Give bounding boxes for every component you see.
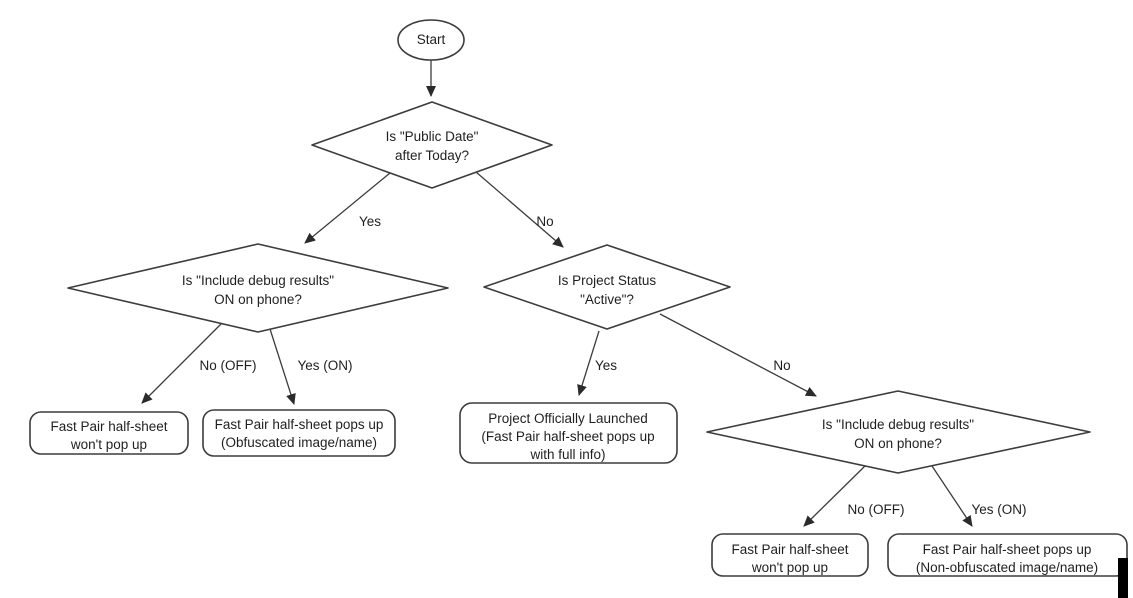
decision-project-status-line2: "Active"?	[580, 292, 634, 307]
result-obfuscated-line1: Fast Pair half-sheet pops up	[215, 417, 384, 432]
result-non-obfuscated-box	[887, 533, 1128, 577]
decision-project-status-line1: Is Project Status	[558, 273, 657, 288]
edge-label-no-off: No (OFF)	[200, 358, 257, 373]
result-no-popup-right: Fast Pair half-sheet won't pop up	[711, 533, 869, 577]
decision-debug-right-line1: Is "Include debug results"	[822, 417, 974, 432]
result-no-popup-right-line1: Fast Pair half-sheet	[731, 542, 848, 557]
decision-debug-right: Is "Include debug results" ON on phone?	[706, 390, 1091, 474]
result-no-popup-left-line2: won't pop up	[70, 437, 147, 452]
edge-debug-right-yes	[931, 465, 973, 527]
decision-public-date-line2: after Today?	[395, 148, 469, 163]
text-cursor-artifact	[1118, 558, 1128, 598]
decision-public-date-line1: Is "Public Date"	[386, 129, 479, 144]
edge-project-status-yes	[577, 330, 600, 396]
decision-debug-left: Is "Include debug results" ON on phone?	[67, 243, 449, 333]
start-node: Start	[397, 19, 465, 61]
edge-public-date-no	[475, 171, 564, 248]
flowchart-edge-labels: Yes No No (OFF) Yes (ON) Yes No No (OFF)…	[200, 214, 1027, 517]
result-obfuscated-line2: (Obfuscated image/name)	[221, 435, 377, 450]
edge-debug-left-no	[141, 323, 222, 404]
decision-debug-left-line2: ON on phone?	[214, 292, 302, 307]
result-no-popup-right-box	[711, 533, 869, 577]
result-non-obfuscated-line1: Fast Pair half-sheet pops up	[923, 542, 1092, 557]
edge-label-yes: Yes	[595, 358, 617, 373]
edge-project-status-no	[659, 313, 817, 397]
result-launched-box	[459, 402, 678, 464]
edge-label-no: No	[536, 214, 553, 229]
edge-label-no: No	[773, 358, 790, 373]
result-obfuscated-box	[202, 409, 396, 457]
flowchart-edges	[141, 60, 973, 527]
decision-public-date: Is "Public Date" after Today?	[311, 101, 553, 189]
edge-label-yes: Yes	[359, 214, 381, 229]
result-no-popup-left-line1: Fast Pair half-sheet	[50, 419, 167, 434]
result-no-popup-left-box	[29, 411, 189, 455]
decision-debug-right-diamond	[706, 390, 1091, 474]
edge-label-no-off: No (OFF)	[848, 502, 905, 517]
decision-debug-left-diamond	[67, 243, 449, 333]
edge-public-date-yes	[304, 172, 391, 244]
result-no-popup-left: Fast Pair half-sheet won't pop up	[29, 411, 189, 455]
edge-label-yes-on: Yes (ON)	[297, 358, 352, 373]
decision-debug-left-line1: Is "Include debug results"	[182, 273, 334, 288]
result-launched-line2: (Fast Pair half-sheet pops up	[481, 429, 654, 444]
edge-debug-left-yes	[269, 328, 296, 405]
decision-project-status-diamond	[483, 244, 731, 330]
start-ellipse	[397, 19, 465, 61]
result-non-obfuscated: Fast Pair half-sheet pops up (Non-obfusc…	[887, 533, 1128, 577]
decision-project-status: Is Project Status "Active"?	[483, 244, 731, 330]
result-launched-line1: Project Officially Launched	[488, 411, 648, 426]
edge-label-yes-on: Yes (ON)	[971, 502, 1026, 517]
result-launched-line3: with full info)	[529, 447, 605, 462]
decision-public-date-diamond	[311, 101, 553, 189]
start-label: Start	[417, 32, 446, 47]
result-no-popup-right-line2: won't pop up	[751, 560, 828, 575]
result-launched: Project Officially Launched (Fast Pair h…	[459, 402, 678, 464]
decision-debug-right-line2: ON on phone?	[854, 436, 942, 451]
result-non-obfuscated-line2: (Non-obfuscated image/name)	[916, 560, 1098, 575]
result-obfuscated: Fast Pair half-sheet pops up (Obfuscated…	[202, 409, 396, 457]
edge-debug-right-no	[803, 465, 866, 527]
